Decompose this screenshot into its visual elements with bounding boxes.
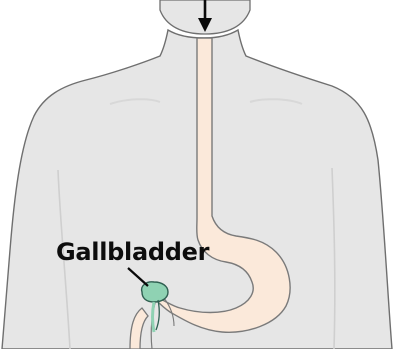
gallbladder-duct xyxy=(153,302,155,332)
gallbladder-label: Gallbladder xyxy=(56,240,209,264)
